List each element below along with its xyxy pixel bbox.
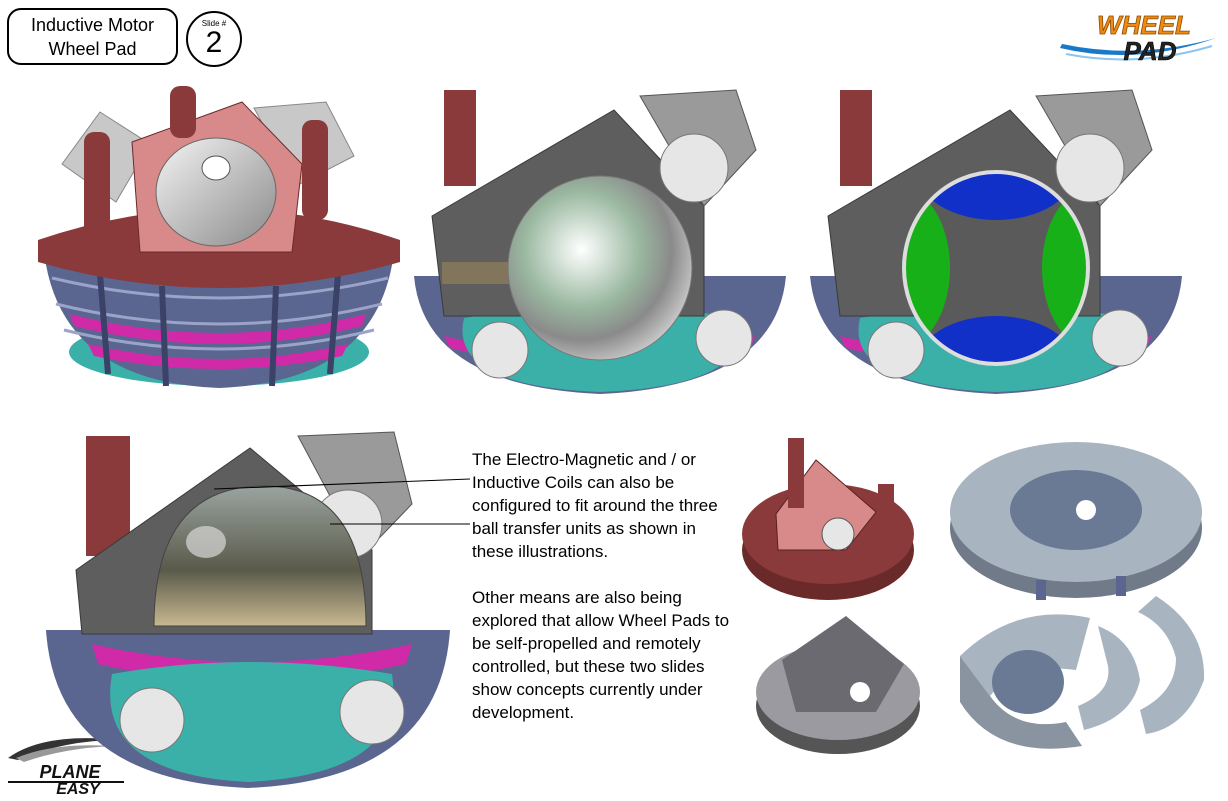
plane-easy-logo: PLANE EASY xyxy=(8,738,124,794)
wheel-pad-logo-line1: WHEEL xyxy=(1097,10,1191,40)
slide-title-line2: Wheel Pad xyxy=(48,38,137,59)
slide-number-label: Slide # xyxy=(201,19,227,28)
wheel-pad-logo-line2: PAD xyxy=(1124,36,1177,66)
part-base-block xyxy=(756,616,920,754)
slide-number-badge: Slide # 2 xyxy=(186,11,242,67)
slide-title-box: Inductive Motor Wheel Pad xyxy=(7,8,178,65)
wheel-pad-exterior-illustration xyxy=(38,86,400,388)
part-ring-segments xyxy=(960,596,1205,749)
wheel-pad-logo: WHEEL PAD xyxy=(1060,10,1216,66)
description-paragraph-1: The Electro-Magnetic and / or Inductive … xyxy=(472,450,718,561)
part-top-housing xyxy=(742,438,914,600)
wheel-pad-section-large-illustration xyxy=(46,431,450,788)
slide-number-value: 2 xyxy=(205,26,223,59)
description-text: The Electro-Magnetic and / or Inductive … xyxy=(472,448,734,724)
description-paragraph-2: Other means are also being explored that… xyxy=(472,588,730,722)
wheel-pad-section-coils-illustration xyxy=(810,89,1182,394)
plane-easy-logo-line2: EASY xyxy=(56,781,101,794)
plane-easy-logo-line1: PLANE xyxy=(39,762,101,782)
wheel-pad-parts-illustration xyxy=(742,438,1205,754)
wheel-pad-section-sphere-illustration xyxy=(414,89,786,394)
slide-title-line1: Inductive Motor xyxy=(30,14,155,35)
part-coil-ring xyxy=(950,442,1202,600)
